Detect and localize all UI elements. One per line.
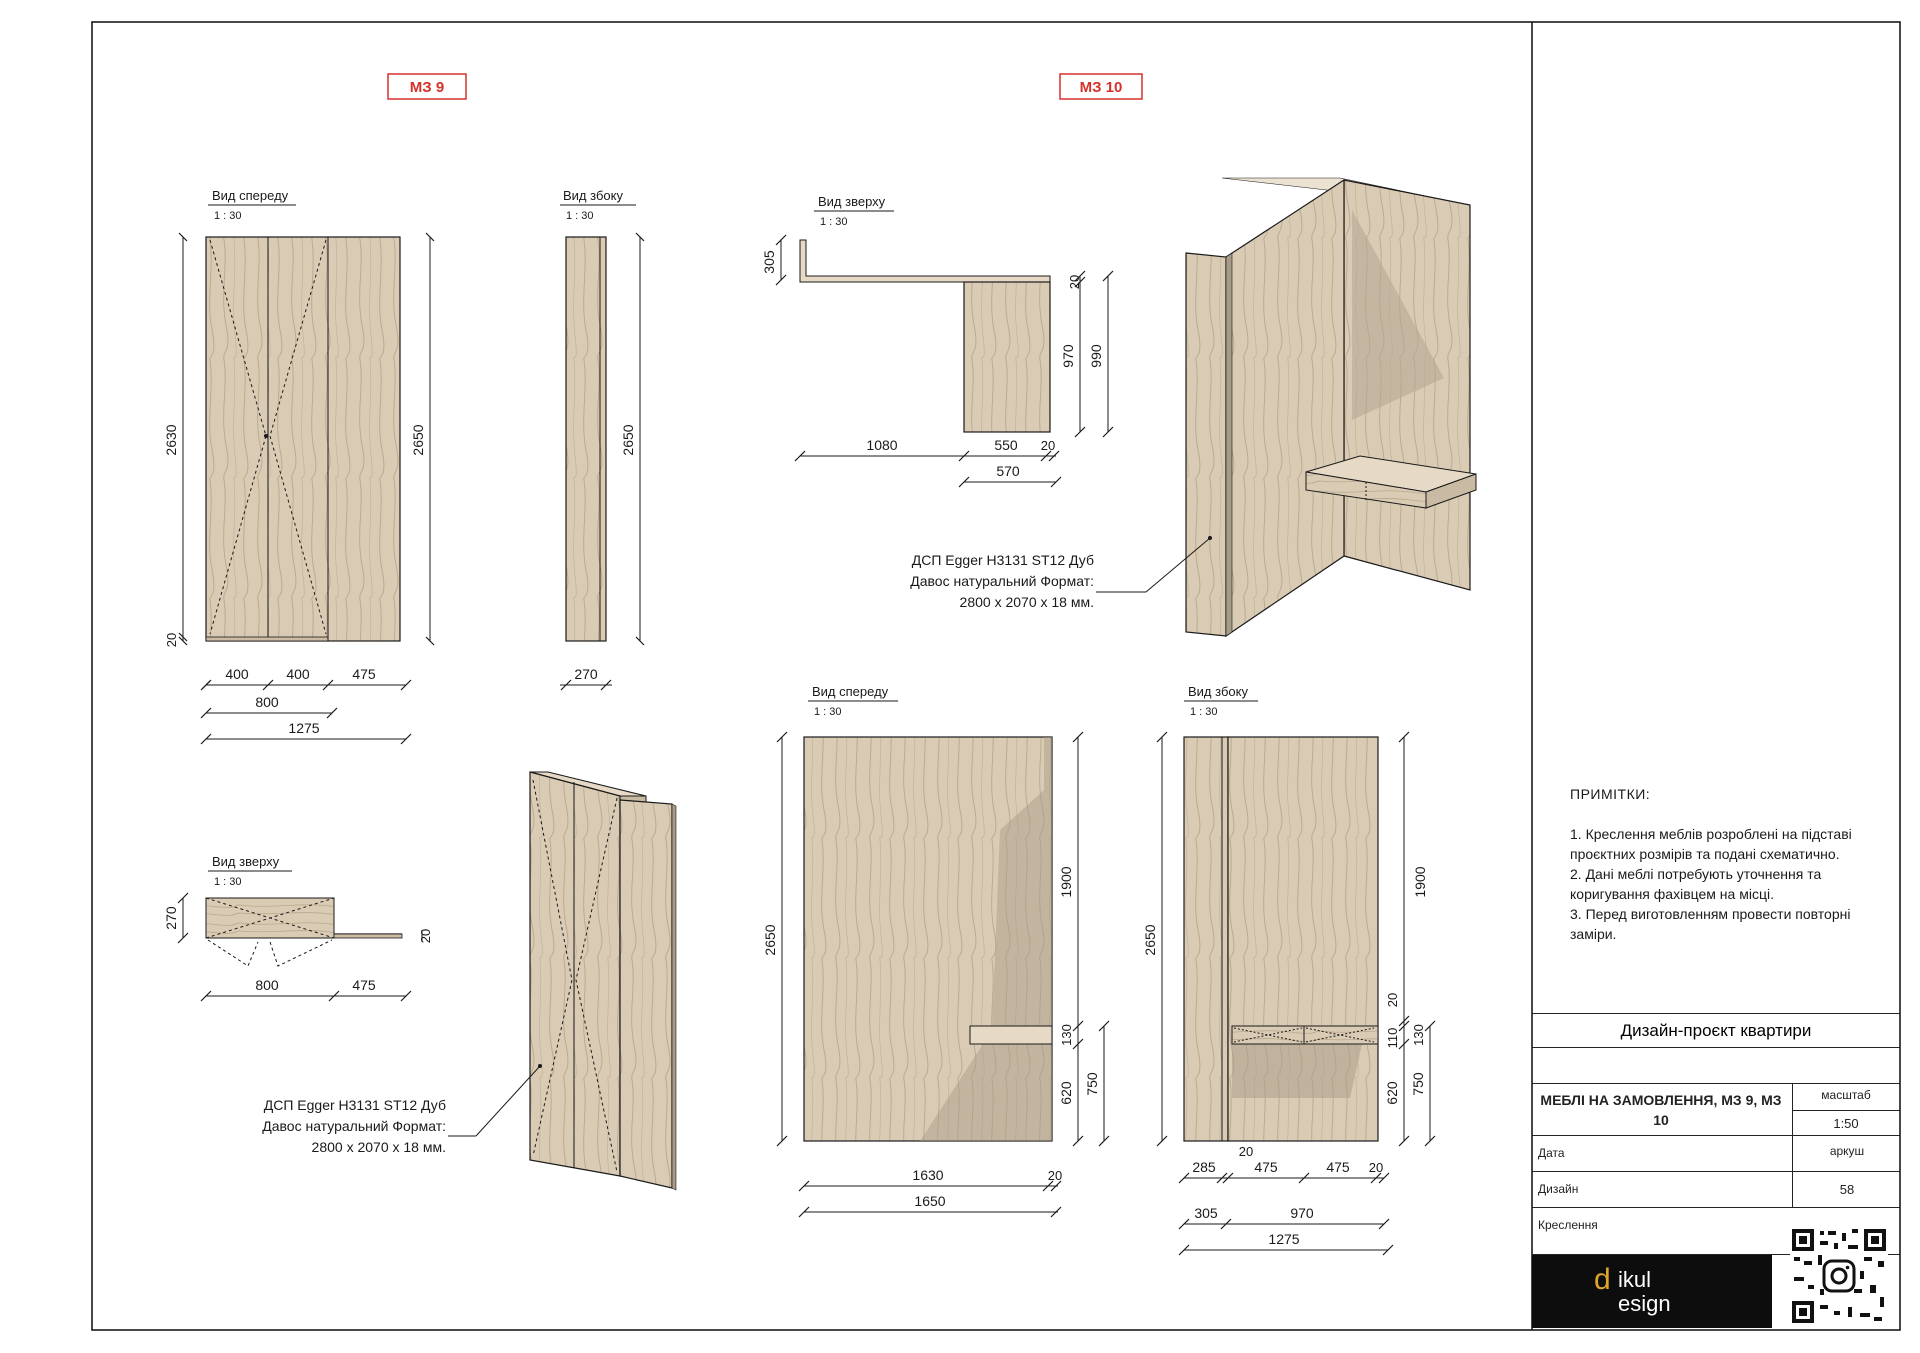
material-callout: ДСП Egger H3131 ST12 Дуб	[264, 1097, 446, 1113]
sheet-border	[91, 21, 1901, 1331]
svg-text:270: 270	[574, 666, 598, 682]
note-item: 2. Дані меблі потребують уточнення та ко…	[1570, 866, 1822, 902]
view-label: Вид збоку	[1188, 684, 1248, 699]
svg-text:20: 20	[418, 929, 433, 943]
tag-mz10: МЗ 10	[1059, 73, 1143, 100]
mz10-top-view: Вид зверху 1 : 30 305 20 970 990 1080 55…	[761, 194, 1114, 488]
svg-text:2800 x 2070 x 18 мм.: 2800 x 2070 x 18 мм.	[960, 594, 1094, 610]
material-callout: ДСП Egger H3131 ST12 Дуб	[912, 552, 1094, 568]
svg-text:990: 990	[1088, 344, 1104, 368]
logo-text-bottom: esign	[1618, 1291, 1671, 1316]
svg-text:570: 570	[996, 463, 1020, 479]
svg-text:20: 20	[1385, 993, 1400, 1007]
svg-text:1630: 1630	[912, 1167, 943, 1183]
notes-title: ПРИМІТКИ:	[1570, 786, 1651, 802]
svg-text:1080: 1080	[866, 437, 897, 453]
svg-text:400: 400	[225, 666, 249, 682]
mz9-side-view: Вид збоку 1 : 30 2650 270	[560, 188, 645, 691]
svg-text:620: 620	[1058, 1081, 1074, 1105]
svg-text:МЗ 10: МЗ 10	[1080, 79, 1123, 96]
svg-text:2630: 2630	[163, 424, 179, 455]
title-block: Дизайн-проєкт квартири МЕБЛІ НА ЗАМОВЛЕН…	[1532, 1013, 1900, 1328]
mz10-front-view: Вид спереду 1 : 30 1900 130 620 750 2650…	[762, 684, 1110, 1218]
svg-text:2650: 2650	[762, 924, 778, 955]
svg-text:1275: 1275	[288, 720, 319, 736]
view-label: Вид спереду	[812, 684, 889, 699]
view-label: Вид спереду	[212, 188, 289, 203]
mz9-front-view: Вид спереду 1 : 30 2630 20 2650 400 400 …	[163, 188, 435, 745]
svg-text:475: 475	[1326, 1159, 1350, 1175]
svg-text:2650: 2650	[1142, 924, 1158, 955]
sheet-number: 58	[1792, 1172, 1901, 1208]
svg-text:2650: 2650	[620, 424, 636, 455]
svg-text:1275: 1275	[1268, 1231, 1299, 1247]
svg-text:305: 305	[1194, 1205, 1218, 1221]
notes-block: ПРИМІТКИ: 1. Креслення меблів розроблені…	[1570, 784, 1900, 944]
svg-text:800: 800	[255, 977, 279, 993]
svg-text:20: 20	[1239, 1144, 1253, 1159]
mz9-top-view: Вид зверху 1 : 30 270 20 800 475	[163, 854, 433, 1002]
note-item: 1. Креслення меблів розроблені на підста…	[1570, 826, 1852, 862]
svg-text:620: 620	[1384, 1081, 1400, 1105]
svg-text:130: 130	[1411, 1024, 1426, 1046]
svg-text:1650: 1650	[914, 1193, 945, 1209]
svg-text:130: 130	[1059, 1024, 1074, 1046]
svg-text:475: 475	[352, 666, 376, 682]
scale-label: 1 : 30	[1190, 706, 1218, 718]
sheet-title: МЕБЛІ НА ЗАМОВЛЕННЯ, МЗ 9, МЗ 10	[1540, 1092, 1782, 1128]
svg-text:750: 750	[1084, 1072, 1100, 1096]
svg-text:20: 20	[1067, 275, 1082, 289]
svg-text:20: 20	[1048, 1168, 1062, 1183]
mz9-isometric-view: ДСП Egger H3131 ST12 Дуб Давос натуральн…	[262, 771, 677, 1191]
scale-value: 1:50	[1792, 1110, 1900, 1137]
svg-text:Давос натуральний Формат:: Давос натуральний Формат:	[262, 1118, 446, 1134]
qr-code	[1790, 1227, 1888, 1325]
svg-text:2650: 2650	[410, 424, 426, 455]
company-logo: d ikul esign	[1532, 1255, 1772, 1328]
svg-text:750: 750	[1410, 1072, 1426, 1096]
view-label: Вид зверху	[212, 854, 280, 869]
svg-text:МЗ 9: МЗ 9	[410, 79, 444, 96]
scale-label: 1 : 30	[814, 706, 842, 718]
svg-text:400: 400	[286, 666, 310, 682]
scale-label: масштаб	[1821, 1088, 1871, 1102]
svg-text:2800 x 2070 x 18 мм.: 2800 x 2070 x 18 мм.	[312, 1139, 446, 1155]
date-label: Дата	[1538, 1146, 1565, 1160]
mz10-isometric-view: ДСП Egger H3131 ST12 Дуб Давос натуральн…	[910, 177, 1477, 638]
svg-text:1900: 1900	[1058, 866, 1074, 897]
svg-text:800: 800	[255, 694, 279, 710]
scale-label: 1 : 30	[214, 210, 242, 222]
svg-text:Давос натуральний Формат:: Давос натуральний Формат:	[910, 573, 1094, 589]
svg-text:270: 270	[163, 906, 179, 930]
svg-text:970: 970	[1290, 1205, 1314, 1221]
svg-text:285: 285	[1192, 1159, 1216, 1175]
sheet-label: аркуш	[1792, 1136, 1901, 1172]
drawing-label: Креслення	[1538, 1218, 1598, 1232]
svg-text:305: 305	[761, 250, 777, 274]
svg-text:550: 550	[994, 437, 1018, 453]
project-title: Дизайн-проєкт квартири	[1620, 1021, 1812, 1040]
svg-text:970: 970	[1060, 344, 1076, 368]
tag-mz9: МЗ 9	[387, 73, 467, 100]
logo-text-top: ikul	[1618, 1267, 1652, 1292]
design-label: Дизайн	[1538, 1182, 1579, 1196]
scale-label: 1 : 30	[820, 216, 848, 228]
scale-label: 1 : 30	[566, 210, 594, 222]
note-item: 3. Перед виготовленням провести повторні…	[1570, 906, 1851, 942]
svg-text:20: 20	[164, 633, 179, 647]
view-label: Вид збоку	[563, 188, 623, 203]
svg-text:20: 20	[1369, 1160, 1383, 1175]
scale-label: 1 : 30	[214, 876, 242, 888]
svg-text:1900: 1900	[1412, 866, 1428, 897]
svg-text:475: 475	[352, 977, 376, 993]
view-label: Вид зверху	[818, 194, 886, 209]
mz10-side-view: Вид збоку 1 : 30 2650 1900 20 110 130 62…	[1142, 684, 1436, 1256]
svg-text:20: 20	[1041, 438, 1055, 453]
svg-text:110: 110	[1385, 1028, 1400, 1049]
svg-text:475: 475	[1254, 1159, 1278, 1175]
logo-mark: d	[1594, 1263, 1611, 1296]
